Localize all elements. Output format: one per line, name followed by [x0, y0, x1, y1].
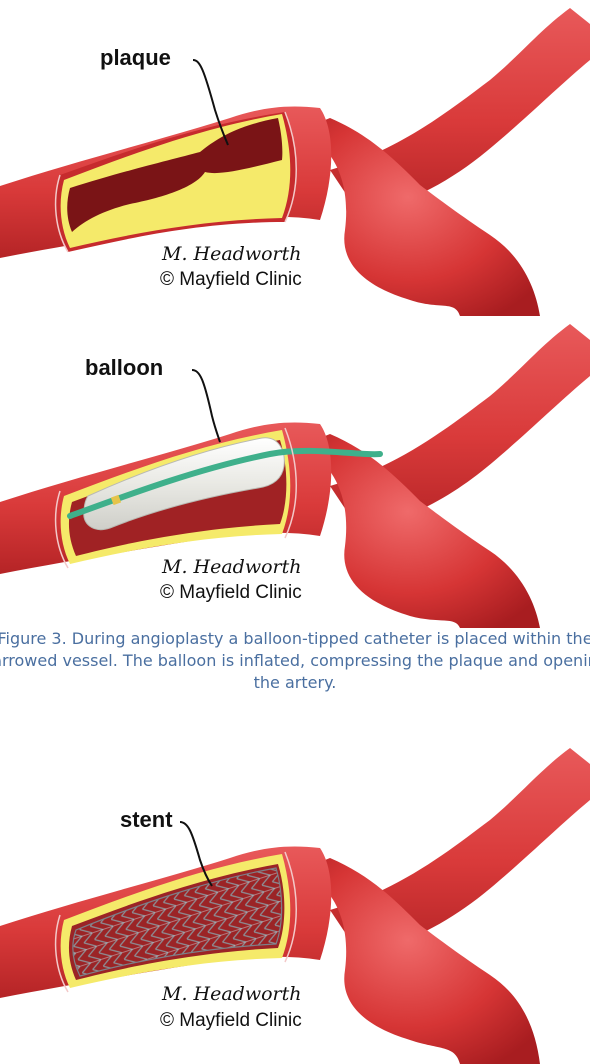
credit: © Mayfield Clinic [160, 1010, 302, 1031]
signature: M. Headworth [161, 556, 302, 578]
figure-caption: Figure 3. During angioplasty a balloon-t… [0, 628, 590, 698]
label-plaque: plaque [100, 45, 171, 70]
figure-balloon: balloon M. Headworth © Mayfield Clinic [0, 316, 590, 628]
artery-stent-illustration: stent M. Headworth © Mayfield Clinic [0, 720, 590, 1064]
artery-plaque-illustration: plaque M. Headworth © Mayfield Clinic [0, 0, 590, 316]
callout-line [192, 370, 220, 442]
figure-plaque: plaque M. Headworth © Mayfield Clinic [0, 0, 590, 316]
signature: M. Headworth [161, 983, 302, 1005]
signature: M. Headworth [161, 243, 302, 265]
credit: © Mayfield Clinic [160, 582, 302, 603]
label-balloon: balloon [85, 355, 163, 380]
artery-balloon-illustration: balloon M. Headworth © Mayfield Clinic [0, 316, 590, 628]
label-stent: stent [120, 807, 173, 832]
credit: © Mayfield Clinic [160, 269, 302, 290]
figure-stent: stent M. Headworth © Mayfield Clinic [0, 720, 590, 1064]
